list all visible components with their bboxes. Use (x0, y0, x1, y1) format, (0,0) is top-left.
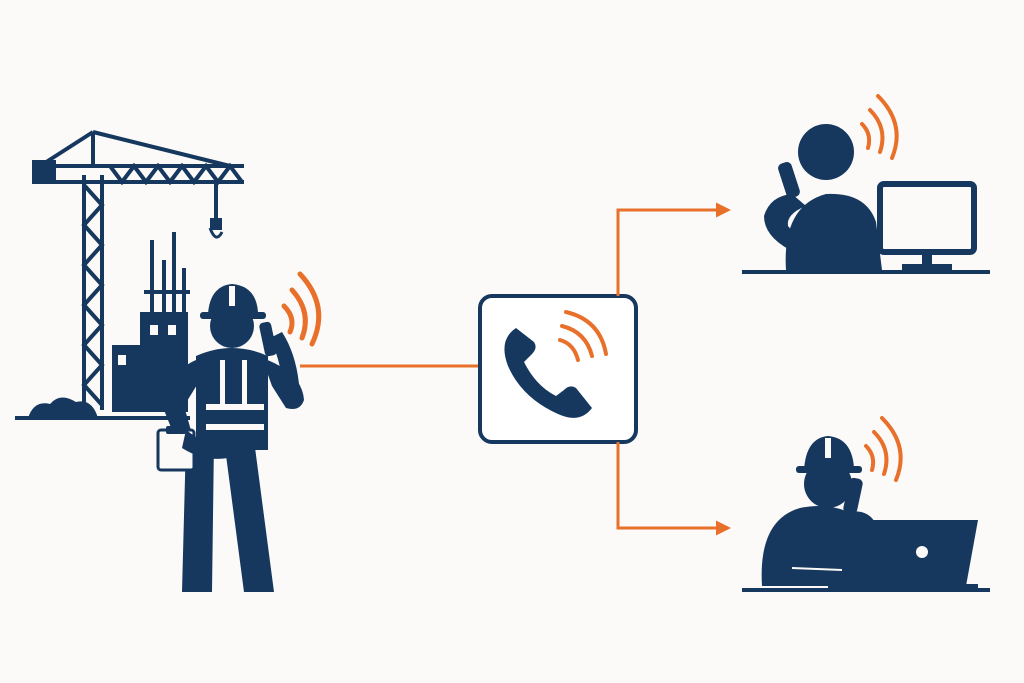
phone-call-icon (504, 310, 608, 418)
construction-worker-with-radio-icon (156, 271, 322, 592)
arrow-hub-to-office (616, 202, 731, 296)
hardhat-worker-on-phone-at-laptop-icon (742, 416, 990, 592)
office-worker-on-phone-at-desktop-icon (742, 94, 990, 274)
call-hub-box (478, 294, 638, 444)
construction-site-with-crane-icon (15, 130, 244, 420)
arrow-hub-to-field (616, 442, 731, 536)
